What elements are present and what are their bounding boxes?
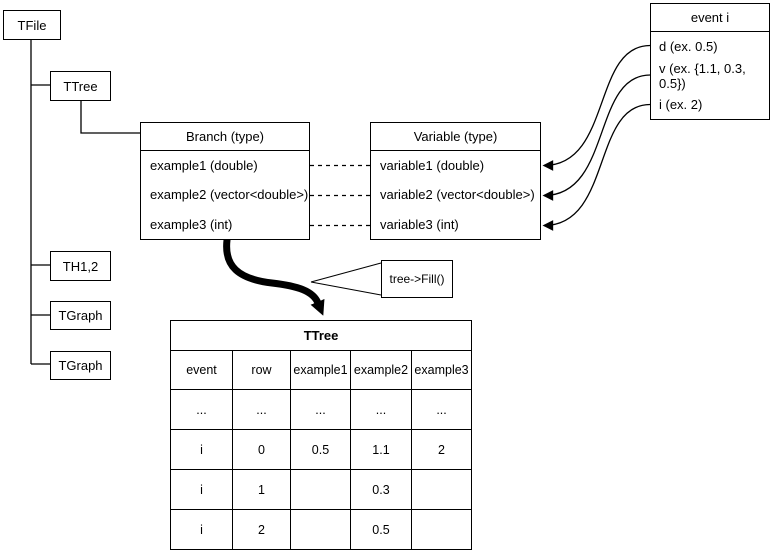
event-row-d: d (ex. 0.5): [659, 38, 718, 54]
tree-fill-callout: tree->Fill(): [381, 260, 453, 298]
ttree-table: TTree event row example1 example2 exampl…: [169, 320, 473, 550]
ttree-table-header-row: event row example1 example2 example3: [170, 350, 473, 390]
cell: 1: [232, 469, 291, 510]
table-row: i 0 0.5 1.1 2: [170, 429, 473, 470]
tfile-label: TFile: [17, 17, 47, 33]
variable-box: Variable (type) variable1 (double) varia…: [370, 122, 541, 240]
variable-box-title: Variable (type): [371, 123, 540, 151]
cell: i: [170, 429, 233, 470]
branch-row-example2: example2 (vector<double>): [150, 187, 309, 203]
tfile-trunk-connector: [30, 40, 50, 365]
branch-row-example3: example3 (int): [150, 216, 233, 232]
event-row-v: v (ex. {1.1, 0.3, 0.5}): [659, 60, 746, 91]
cell: 0.5: [290, 429, 351, 470]
event-to-variable-arrow-1: [544, 44, 651, 166]
ttree-label: TTree: [63, 78, 98, 94]
tgraph-node-2: TGraph: [50, 351, 111, 380]
cell: [410, 469, 473, 510]
tfile-node: TFile: [3, 10, 61, 40]
fill-callout-pointer: [310, 262, 382, 296]
cell: ...: [232, 389, 291, 430]
cell: 1.1: [350, 429, 412, 470]
table-row: i 1 0.3: [170, 469, 473, 510]
tree-fill-label: tree->Fill(): [389, 272, 445, 286]
col-header-example3: example3: [410, 350, 473, 390]
ttree-table-title: TTree: [169, 320, 473, 351]
cell: 0: [232, 429, 291, 470]
table-row: ... ... ... ... ...: [170, 389, 473, 430]
cell: ...: [350, 389, 412, 430]
cell: ...: [410, 389, 473, 430]
fill-arrow: [223, 236, 325, 316]
th12-node: TH1,2: [50, 251, 111, 281]
ttree-table-title-row: TTree: [169, 320, 473, 351]
cell: i: [170, 509, 233, 550]
event-box: event i d (ex. 0.5) v (ex. {1.1, 0.3, 0.…: [650, 3, 770, 120]
cell: 0.5: [350, 509, 412, 550]
ttree-branch-connector: [80, 101, 140, 134]
branch-box-title: Branch (type): [141, 123, 309, 151]
cell: [290, 509, 351, 550]
col-header-event: event: [170, 350, 233, 390]
tgraph-label-2: TGraph: [58, 358, 103, 373]
col-header-row: row: [232, 350, 291, 390]
variable-row-variable1: variable1 (double): [380, 158, 485, 174]
event-row-i: i (ex. 2): [659, 97, 703, 113]
cell: 2: [232, 509, 291, 550]
branch-row-example1: example1 (double): [150, 158, 258, 174]
event-box-title: event i: [651, 4, 769, 32]
cell: [290, 469, 351, 510]
th12-label: TH1,2: [62, 258, 99, 274]
cell: ...: [170, 389, 233, 430]
table-row: i 2 0.5: [170, 509, 473, 550]
cell: [410, 509, 473, 550]
variable-row-variable2: variable2 (vector<double>): [380, 187, 535, 203]
col-header-example1: example1: [290, 350, 351, 390]
cell: 2: [410, 429, 473, 470]
ttree-node: TTree: [50, 71, 111, 101]
cell: 0.3: [350, 469, 412, 510]
branch-box: Branch (type) example1 (double) example2…: [140, 122, 310, 240]
tgraph-node-1: TGraph: [50, 301, 111, 330]
event-to-variable-arrow-3: [544, 103, 651, 226]
cell: ...: [290, 389, 351, 430]
variable-row-variable3: variable3 (int): [380, 216, 459, 232]
event-to-variable-arrow-2: [544, 74, 651, 196]
col-header-example2: example2: [350, 350, 412, 390]
cell: i: [170, 469, 233, 510]
tgraph-label-1: TGraph: [58, 308, 103, 323]
